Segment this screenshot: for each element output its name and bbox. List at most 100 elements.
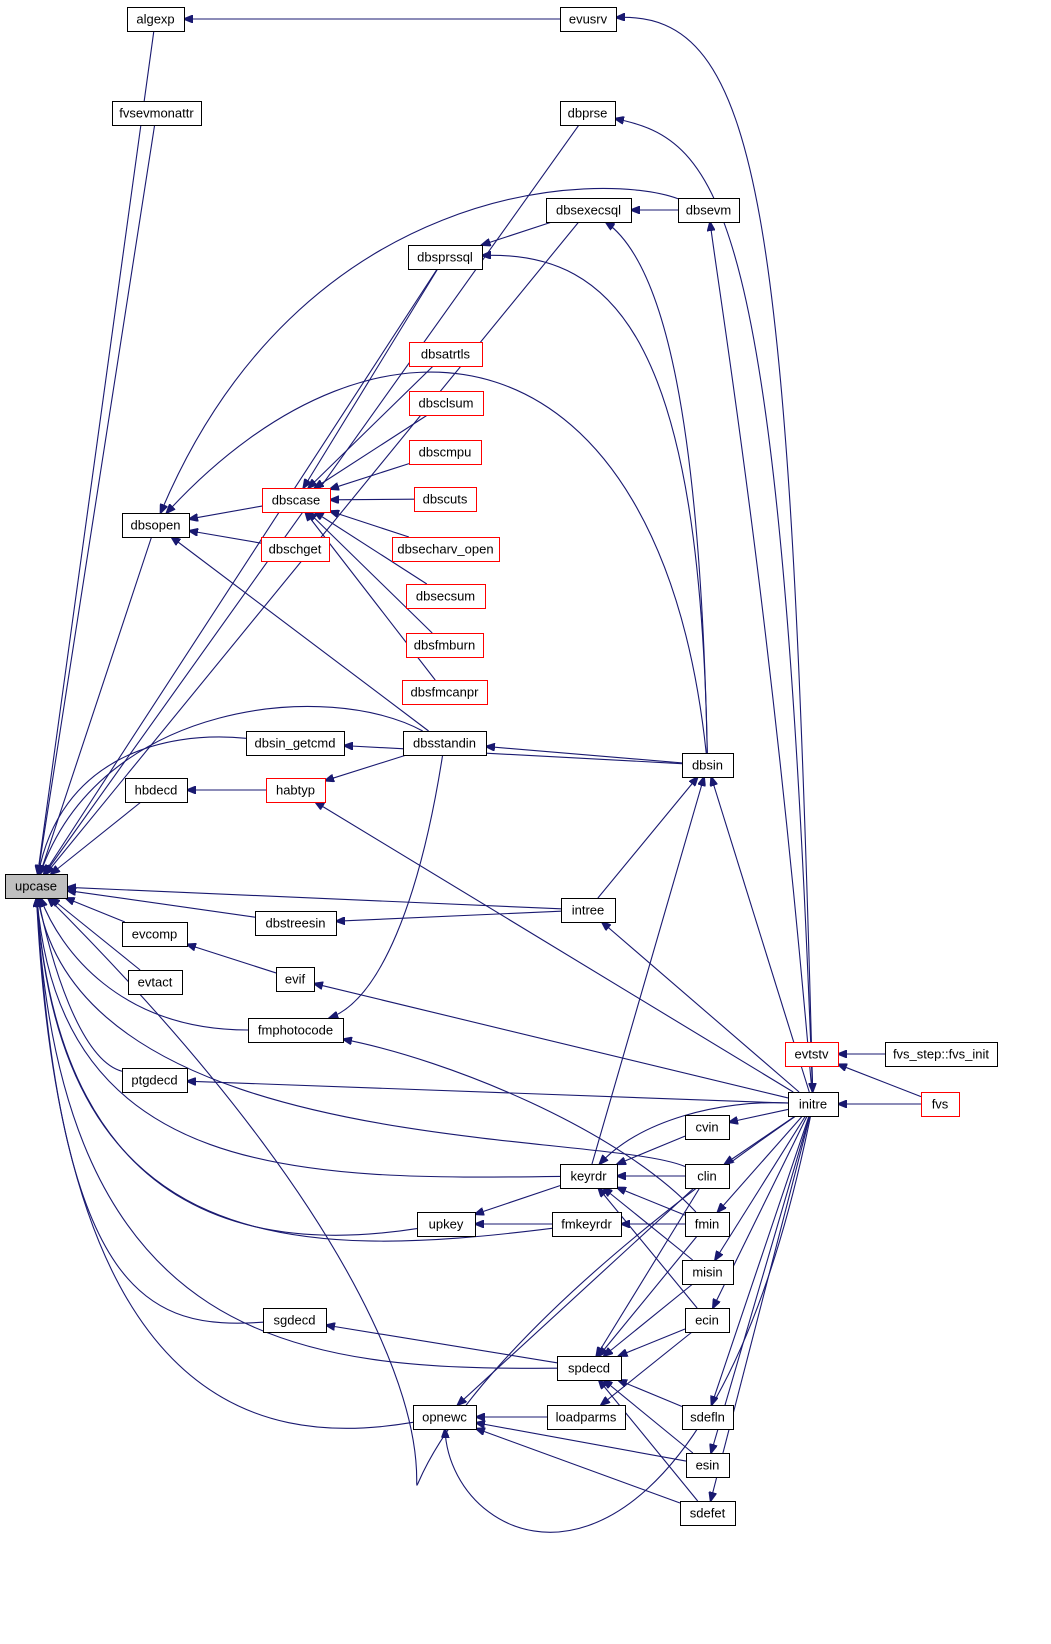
node-dbscmpu[interactable]: dbscmpu xyxy=(409,440,482,465)
node-dbsin_getcmd[interactable]: dbsin_getcmd xyxy=(246,731,345,756)
node-label: upcase xyxy=(15,879,57,894)
node-fmphotocode[interactable]: fmphotocode xyxy=(248,1018,344,1043)
edge-dbsatrtls-to-dbscase xyxy=(308,365,434,488)
node-box xyxy=(255,911,337,936)
node-ptgdecd[interactable]: ptgdecd xyxy=(122,1068,188,1093)
node-box xyxy=(560,7,617,32)
node-box xyxy=(685,1212,730,1237)
edge-intree-to-upcase xyxy=(67,887,562,910)
node-evtact[interactable]: evtact xyxy=(128,970,183,995)
node-fvsevmonattr[interactable]: fvsevmonattr xyxy=(112,101,202,126)
node-intree[interactable]: intree xyxy=(561,898,616,923)
node-sgdecd[interactable]: sgdecd xyxy=(263,1308,327,1333)
node-dbstreesin[interactable]: dbstreesin xyxy=(255,911,337,936)
node-upcase[interactable]: upcase xyxy=(5,874,68,899)
node-dbsfmcanpr[interactable]: dbsfmcanpr xyxy=(402,680,488,705)
node-label: dbsevm xyxy=(686,203,732,218)
node-dbsstandin[interactable]: dbsstandin xyxy=(403,731,487,756)
node-layer: upcase algexp evusrv fvsevmonattr dbprse dbse… xyxy=(5,7,998,1526)
node-label: upkey xyxy=(429,1217,464,1232)
node-dbsopen[interactable]: dbsopen xyxy=(122,513,190,538)
node-habtyp[interactable]: habtyp xyxy=(266,778,326,803)
node-evcomp[interactable]: evcomp xyxy=(122,922,188,947)
edge-initre-to-keyrdr xyxy=(600,1102,789,1164)
node-dbsclsum[interactable]: dbsclsum xyxy=(409,391,484,416)
edge-dbsin-to-dbsprssql xyxy=(482,255,708,754)
node-box xyxy=(5,874,68,899)
node-algexp[interactable]: algexp xyxy=(127,7,185,32)
node-ecin[interactable]: ecin xyxy=(685,1308,730,1333)
node-dbsin[interactable]: dbsin xyxy=(682,753,734,778)
node-evif[interactable]: evif xyxy=(276,967,315,992)
node-sdefln[interactable]: sdefln xyxy=(682,1405,734,1430)
edge-fmin-to-spdecd xyxy=(599,1235,698,1356)
node-box xyxy=(127,7,185,32)
node-label: cvin xyxy=(695,1120,718,1135)
node-dbscase[interactable]: dbscase xyxy=(262,488,331,513)
node-dbprse[interactable]: dbprse xyxy=(560,101,616,126)
node-clin[interactable]: clin xyxy=(685,1164,730,1189)
node-cvin[interactable]: cvin xyxy=(685,1115,730,1140)
edge-ptgdecd-to-upcase xyxy=(38,898,123,1072)
node-dbsecharv_open[interactable]: dbsecharv_open xyxy=(392,537,500,562)
edge-fvs-to-evtstv xyxy=(838,1064,922,1098)
node-label: dbsexecsql xyxy=(556,203,621,218)
edge-spdecd-to-upcase xyxy=(37,898,558,1369)
node-dbsevm[interactable]: dbsevm xyxy=(678,198,740,223)
node-label: dbsecsum xyxy=(416,589,475,604)
node-esin[interactable]: esin xyxy=(686,1453,730,1478)
node-evusrv[interactable]: evusrv xyxy=(560,7,617,32)
node-label: esin xyxy=(696,1458,720,1473)
node-box xyxy=(686,1453,730,1478)
node-box xyxy=(125,778,188,803)
node-label: dbsopen xyxy=(131,518,181,533)
node-label: dbsecharv_open xyxy=(397,542,493,557)
node-box xyxy=(682,753,734,778)
node-dbsexecsql[interactable]: dbsexecsql xyxy=(546,198,632,223)
edge-dbsopen-to-upcase xyxy=(40,536,153,874)
node-opnewc[interactable]: opnewc xyxy=(413,1405,477,1430)
node-box xyxy=(552,1212,622,1237)
node-box xyxy=(403,731,487,756)
node-dbsprssql[interactable]: dbsprssql xyxy=(408,245,483,270)
node-initre[interactable]: initre xyxy=(788,1092,839,1117)
node-spdecd[interactable]: spdecd xyxy=(557,1356,622,1381)
edge-dbsin-to-dbsopen xyxy=(166,371,707,754)
node-fmin[interactable]: fmin xyxy=(685,1212,730,1237)
node-box xyxy=(682,1405,734,1430)
node-hbdecd[interactable]: hbdecd xyxy=(125,778,188,803)
node-box xyxy=(921,1092,960,1117)
node-misin[interactable]: misin xyxy=(682,1260,734,1285)
edge-initre-to-misin xyxy=(715,1115,806,1260)
node-dbsfmburn[interactable]: dbsfmburn xyxy=(406,633,484,658)
edge-initre-to-upcase xyxy=(48,898,797,1486)
node-label: evtstv xyxy=(795,1047,829,1062)
edge-fmin-to-fmphotocode xyxy=(343,1039,697,1213)
edge-initre-to-esin xyxy=(711,1115,811,1453)
node-label: ecin xyxy=(695,1313,719,1328)
node-keyrdr[interactable]: keyrdr xyxy=(560,1164,618,1189)
node-loadparms[interactable]: loadparms xyxy=(547,1405,626,1430)
edge-sdefln-to-spdecd xyxy=(618,1380,683,1407)
node-dbschget[interactable]: dbschget xyxy=(261,537,330,562)
node-sdefet[interactable]: sdefet xyxy=(680,1501,736,1526)
node-label: fvs xyxy=(932,1097,949,1112)
node-box xyxy=(402,680,488,705)
edge-dbsprssql-to-dbscase xyxy=(303,268,439,488)
edge-dbsexecsql-to-dbsprssql xyxy=(482,221,553,245)
node-dbscuts[interactable]: dbscuts xyxy=(414,487,477,512)
edge-dbscmpu-to-dbscase xyxy=(330,463,410,489)
node-box xyxy=(122,513,190,538)
edge-dbsclsum-to-dbscase xyxy=(315,414,428,488)
node-dbsatrtls[interactable]: dbsatrtls xyxy=(409,342,483,367)
node-box xyxy=(417,1212,476,1237)
node-label: dbsprssql xyxy=(417,250,473,265)
node-dbsecsum[interactable]: dbsecsum xyxy=(406,584,486,609)
node-evtstv[interactable]: evtstv xyxy=(785,1042,839,1067)
edge-dbsin-to-dbsin_getcmd xyxy=(344,746,683,765)
node-fvs[interactable]: fvs xyxy=(921,1092,960,1117)
node-fmkeyrdr[interactable]: fmkeyrdr xyxy=(552,1212,622,1237)
node-fvs_step_fvs_init[interactable]: fvs_step::fvs_init xyxy=(885,1042,998,1067)
node-label: hbdecd xyxy=(135,783,178,798)
node-upkey[interactable]: upkey xyxy=(417,1212,476,1237)
